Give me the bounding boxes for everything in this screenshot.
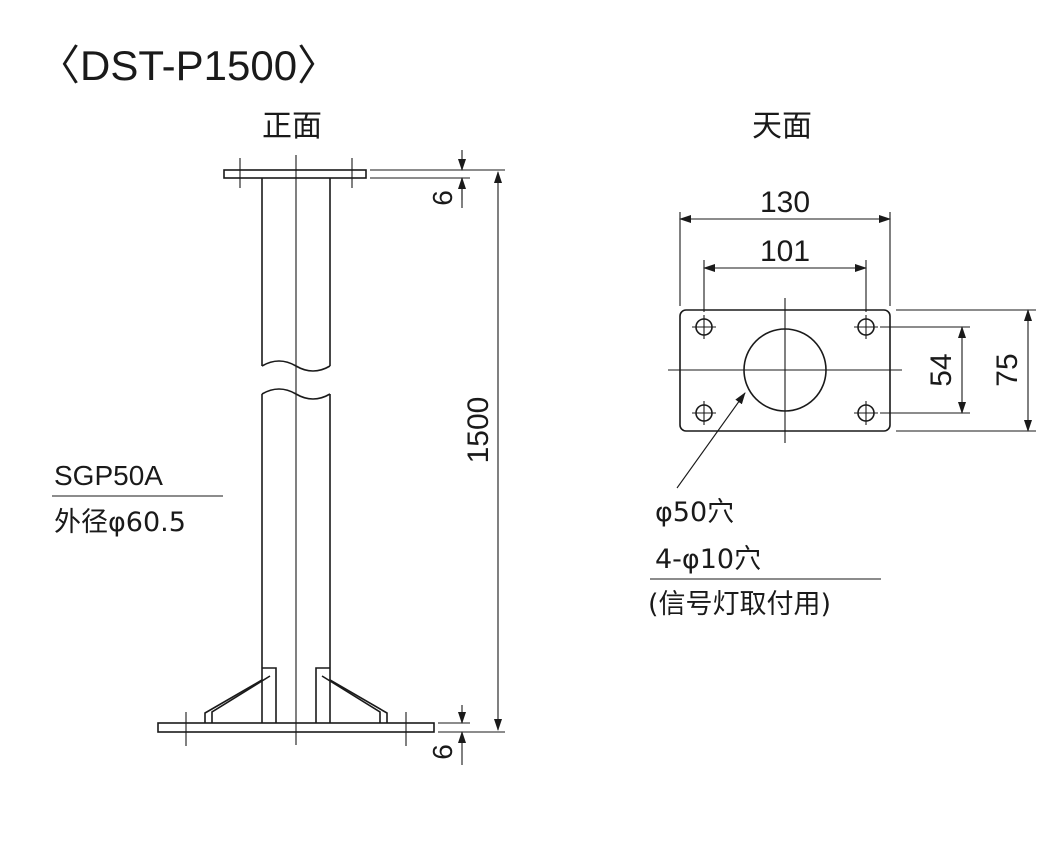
- center-hole-note: φ50穴: [655, 497, 734, 528]
- dim-outer-height-label: 75: [991, 353, 1024, 386]
- dim-top-plate-label: 6: [427, 190, 458, 206]
- front-view-label: 正面: [262, 109, 322, 144]
- dim-height-label: 1500: [462, 397, 495, 464]
- dim-top-plate: 6: [370, 150, 505, 208]
- dim-bottom-plate: 6: [427, 705, 505, 765]
- dim-hole-pitch-y-label: 54: [925, 353, 958, 386]
- top-view-label: 天面: [752, 109, 812, 144]
- mount-hole-br: [854, 401, 878, 425]
- dim-hole-pitch-x: 101: [703, 235, 867, 312]
- front-view: 正面: [52, 109, 505, 765]
- dim-hole-pitch-y: 54: [880, 326, 970, 414]
- top-plate: [223, 169, 367, 179]
- mount-hole-bl: [692, 401, 716, 425]
- pipe-spec-label: SGP50A: [54, 460, 163, 491]
- dim-bottom-plate-label: 6: [427, 744, 458, 760]
- pipe-lower: [261, 388, 331, 668]
- top-view: 天面: [648, 109, 1036, 620]
- dim-outer-height: 75: [896, 309, 1036, 432]
- pipe-od-label: 外径φ60.5: [54, 507, 186, 538]
- dim-height: 1500: [462, 171, 502, 731]
- dim-hole-pitch-x-label: 101: [760, 235, 810, 268]
- mount-hole-tl: [692, 315, 716, 339]
- mount-usage-note: (信号灯取付用): [648, 589, 831, 620]
- pipe-upper: [261, 178, 331, 372]
- dim-outer-width: 130: [679, 186, 891, 306]
- mount-holes-note: 4-φ10穴: [655, 544, 761, 575]
- base-ribs: [204, 667, 388, 723]
- drawing-title: 〈DST-P1500〉: [38, 42, 339, 89]
- dim-outer-width-label: 130: [760, 186, 810, 219]
- center-hole-leader: [676, 392, 746, 489]
- mount-hole-tr: [854, 315, 878, 339]
- base-plate: [157, 722, 435, 733]
- center-hole: [743, 328, 827, 412]
